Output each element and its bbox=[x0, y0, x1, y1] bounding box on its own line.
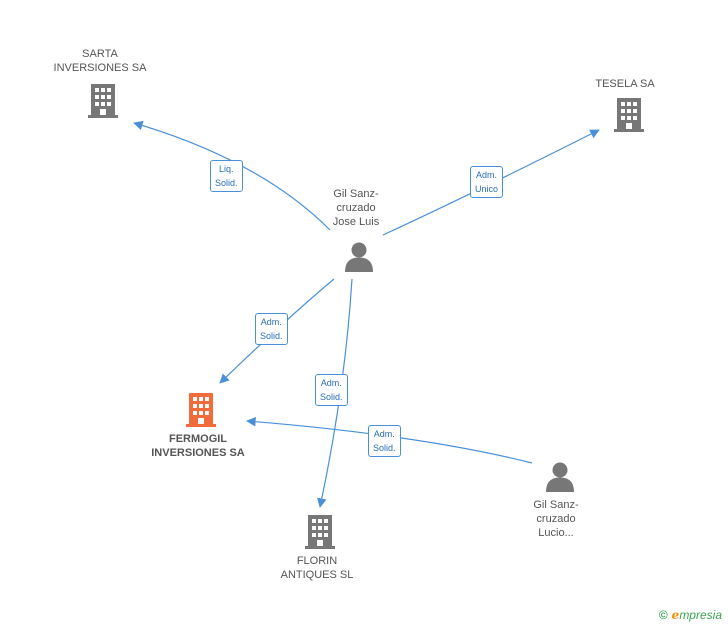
node-label-sarta[interactable]: SARTA INVERSIONES SA bbox=[40, 47, 160, 75]
label-line: TESELA SA bbox=[595, 78, 655, 90]
edge-label-jose-sarta[interactable]: Liq. Solid. bbox=[210, 160, 243, 192]
node-label-jose[interactable]: Gil Sanz- cruzado Jose Luis bbox=[306, 187, 406, 229]
edge-jose-sarta bbox=[133, 120, 331, 231]
edge-label-line: Solid. bbox=[215, 178, 238, 188]
edge-label-line: Solid. bbox=[320, 392, 343, 402]
label-line: cruzado bbox=[336, 202, 376, 214]
label-line: INVERSIONES SA bbox=[151, 447, 245, 459]
brand-initial: e bbox=[671, 608, 680, 622]
person-icon[interactable] bbox=[546, 462, 574, 493]
label-line: FERMOGIL bbox=[168, 433, 228, 445]
label-line: cruzado bbox=[536, 513, 576, 525]
label-line: Lucio... bbox=[538, 527, 574, 539]
person-icon[interactable] bbox=[345, 242, 373, 273]
edge-label-line: Liq. bbox=[219, 164, 234, 174]
copyright-symbol: © bbox=[658, 608, 668, 622]
label-line: Gil Sanz- bbox=[333, 188, 379, 200]
brand-name: mpresia bbox=[679, 608, 722, 622]
edge-label-line: Unico bbox=[475, 184, 499, 194]
edge-label-lucio-fermogil[interactable]: Adm. Solid. bbox=[368, 425, 401, 457]
empresia-watermark: ©empresia bbox=[659, 608, 722, 622]
edge-label-line: Solid. bbox=[260, 331, 283, 341]
label-line: SARTA bbox=[82, 48, 118, 60]
edge-label-line: Adm. bbox=[476, 170, 498, 180]
label-line: Gil Sanz- bbox=[533, 499, 579, 511]
node-label-tesela[interactable]: TESELA SA bbox=[575, 77, 675, 91]
building-icon[interactable] bbox=[88, 84, 118, 118]
edge-label-jose-fermogil[interactable]: Adm. Solid. bbox=[255, 313, 288, 345]
node-label-florin[interactable]: FLORIN ANTIQUES SL bbox=[267, 554, 367, 582]
edge-label-jose-tesela[interactable]: Adm. Unico bbox=[470, 166, 504, 198]
node-label-fermogil[interactable]: FERMOGIL INVERSIONES SA bbox=[138, 432, 258, 460]
building-icon[interactable] bbox=[186, 393, 216, 427]
edge-label-line: Adm. bbox=[320, 378, 342, 388]
edge-lucio-fermogil bbox=[246, 416, 533, 464]
label-line: INVERSIONES SA bbox=[53, 62, 147, 74]
label-line: Jose Luis bbox=[332, 216, 380, 228]
edge-label-line: Solid. bbox=[373, 443, 396, 453]
edge-label-line: Adm. bbox=[260, 317, 282, 327]
label-line: ANTIQUES SL bbox=[280, 569, 354, 581]
building-icon[interactable] bbox=[305, 515, 335, 549]
label-line: FLORIN bbox=[296, 555, 338, 567]
edge-label-jose-florin[interactable]: Adm. Solid. bbox=[315, 374, 348, 406]
node-label-lucio[interactable]: Gil Sanz- cruzado Lucio... bbox=[506, 498, 606, 540]
edge-label-line: Adm. bbox=[373, 429, 395, 439]
building-icon[interactable] bbox=[614, 98, 644, 132]
